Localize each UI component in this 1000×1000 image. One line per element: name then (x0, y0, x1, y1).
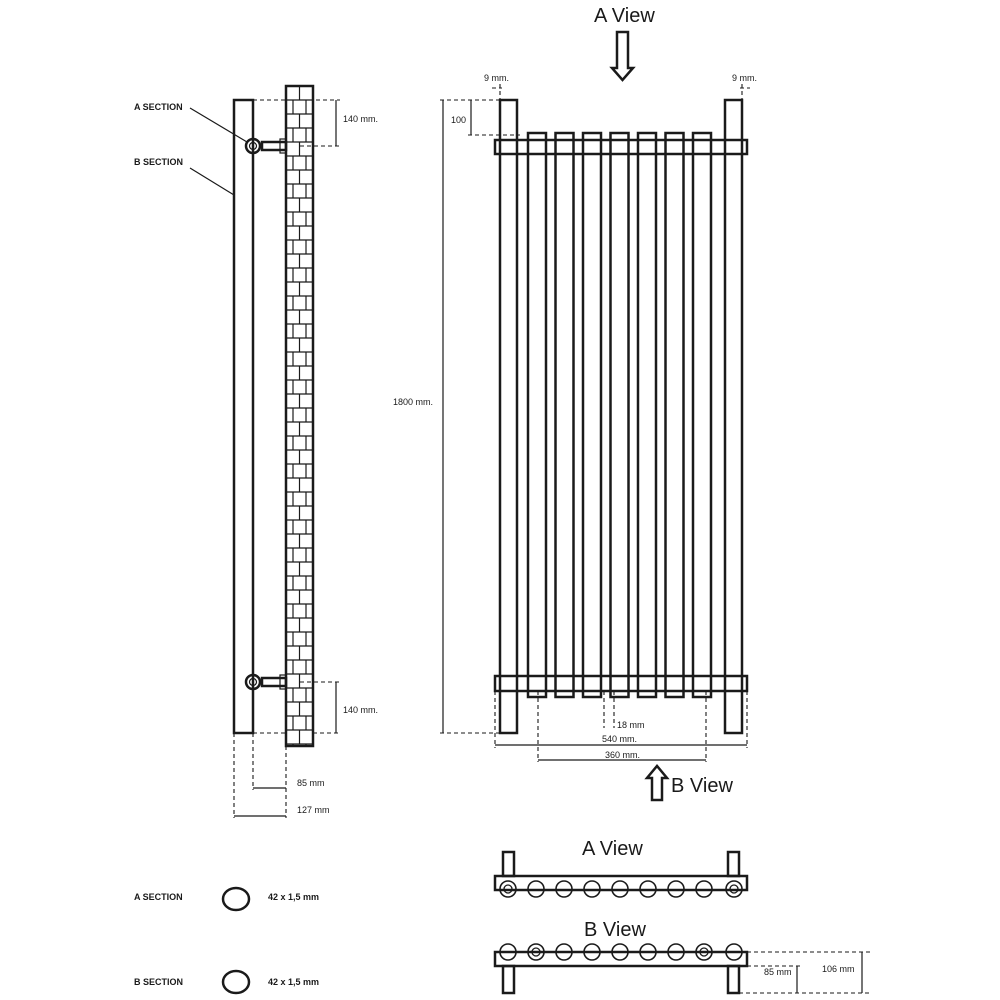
side-view: A SECTION B SECTION 140 mm. 140 mm. 85 m… (134, 84, 378, 818)
tube-section (611, 880, 629, 898)
a-view-title: A View (594, 5, 655, 27)
tube-section (583, 880, 601, 898)
svg-text:18 mm: 18 mm (617, 720, 645, 730)
inner-tubes (526, 131, 713, 699)
a-view-plan-title: A View (582, 838, 643, 860)
dim-1800: 1800 mm. (393, 99, 500, 734)
dim-85-127: 85 mm 127 mm (233, 732, 330, 818)
legend-b-section: B SECTION (134, 977, 183, 987)
legend-a-size: 42 x 1,5 mm (268, 892, 319, 902)
up-arrow-icon (644, 764, 670, 802)
inner-tube (581, 131, 603, 699)
side-tube (232, 98, 255, 735)
b-section-circle (221, 969, 251, 995)
tube-section-inner (729, 884, 739, 894)
bottom-header-bar (493, 674, 749, 693)
right-rail (723, 98, 744, 735)
b-view-label: B View (671, 775, 733, 797)
legend-b-size: 42 x 1,5 mm (268, 977, 319, 987)
tube-section (667, 880, 685, 898)
svg-text:140 mm.: 140 mm. (343, 114, 378, 124)
inner-tube (526, 131, 548, 699)
top-header-bar (493, 138, 749, 156)
inner-tube (609, 131, 630, 699)
svg-text:9 mm.: 9 mm. (484, 73, 509, 83)
dim-9mm: 9 mm. 9 mm. (484, 73, 757, 100)
inner-tube (554, 131, 575, 699)
dim-140-top: 140 mm. (253, 99, 378, 147)
svg-text:85 mm: 85 mm (764, 967, 792, 977)
svg-text:106 mm: 106 mm (822, 964, 855, 974)
b-view-plan-title: B View (584, 919, 646, 941)
a-view-plan: A View (493, 838, 749, 898)
section-legend: A SECTION 42 x 1,5 mm B SECTION 42 x 1,5… (134, 886, 319, 995)
dim-85-106: 85 mm 106 mm (739, 951, 870, 994)
svg-text:1800 mm.: 1800 mm. (393, 397, 433, 407)
dim-100: 100 (451, 99, 520, 136)
a-section-label: A SECTION (134, 102, 183, 112)
tube-section (695, 880, 713, 898)
tube-section-inner (503, 884, 513, 894)
tube-section (725, 880, 743, 898)
legend-a-section: A SECTION (134, 892, 183, 902)
dim-140-bottom: 140 mm. (300, 681, 378, 734)
svg-text:127 mm: 127 mm (297, 805, 330, 815)
dim-bottom-front: 18 mm 540 mm. 360 mm. (494, 691, 748, 762)
svg-text:140 mm.: 140 mm. (343, 705, 378, 715)
inner-tube (664, 131, 685, 699)
svg-text:540 mm.: 540 mm. (602, 734, 637, 744)
front-view: A View 9 mm. 9 mm. 100 (393, 5, 757, 802)
brick-wall (284, 84, 315, 748)
a-section-circle (221, 886, 251, 912)
inner-tube (636, 131, 658, 699)
svg-text:9 mm.: 9 mm. (732, 73, 757, 83)
bottom-bracket (244, 673, 288, 691)
left-rail (498, 98, 519, 735)
top-bracket (244, 137, 288, 155)
b-view-plan: B View 85 mm 106 mm (493, 919, 870, 995)
b-section-label: B SECTION (134, 157, 183, 167)
tube-section (527, 880, 545, 898)
down-arrow-icon (609, 30, 636, 82)
svg-text:360 mm.: 360 mm. (605, 750, 640, 760)
svg-text:100: 100 (451, 115, 466, 125)
tube-section (555, 880, 573, 898)
tube-section (499, 880, 517, 898)
tube-section (639, 880, 657, 898)
svg-text:85 mm: 85 mm (297, 778, 325, 788)
inner-tube (691, 131, 713, 699)
